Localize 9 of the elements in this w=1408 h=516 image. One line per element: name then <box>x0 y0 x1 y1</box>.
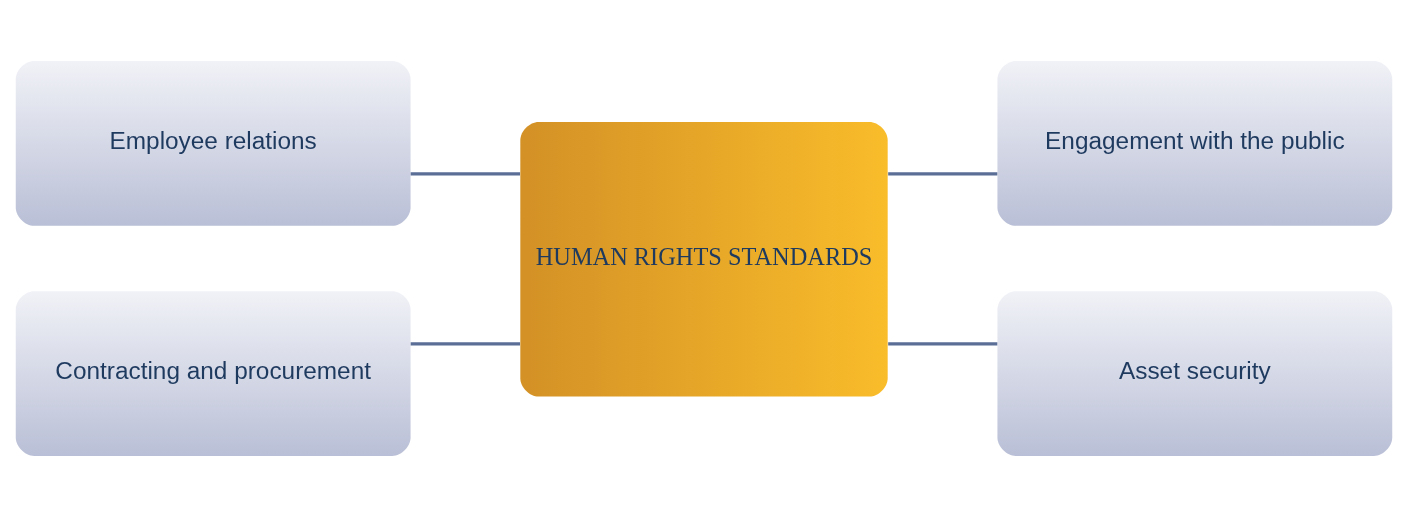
connector <box>410 171 520 175</box>
node-box: Engagement with the public <box>997 60 1393 226</box>
node-box: Employee relations <box>15 60 411 226</box>
node-box: Asset security <box>997 290 1393 456</box>
connector <box>888 341 998 345</box>
node-box: Contracting and procurement <box>15 290 411 456</box>
connector <box>410 341 520 345</box>
connector <box>888 171 998 175</box>
node-box: HUMAN RIGHTS STANDARDS <box>520 121 888 396</box>
